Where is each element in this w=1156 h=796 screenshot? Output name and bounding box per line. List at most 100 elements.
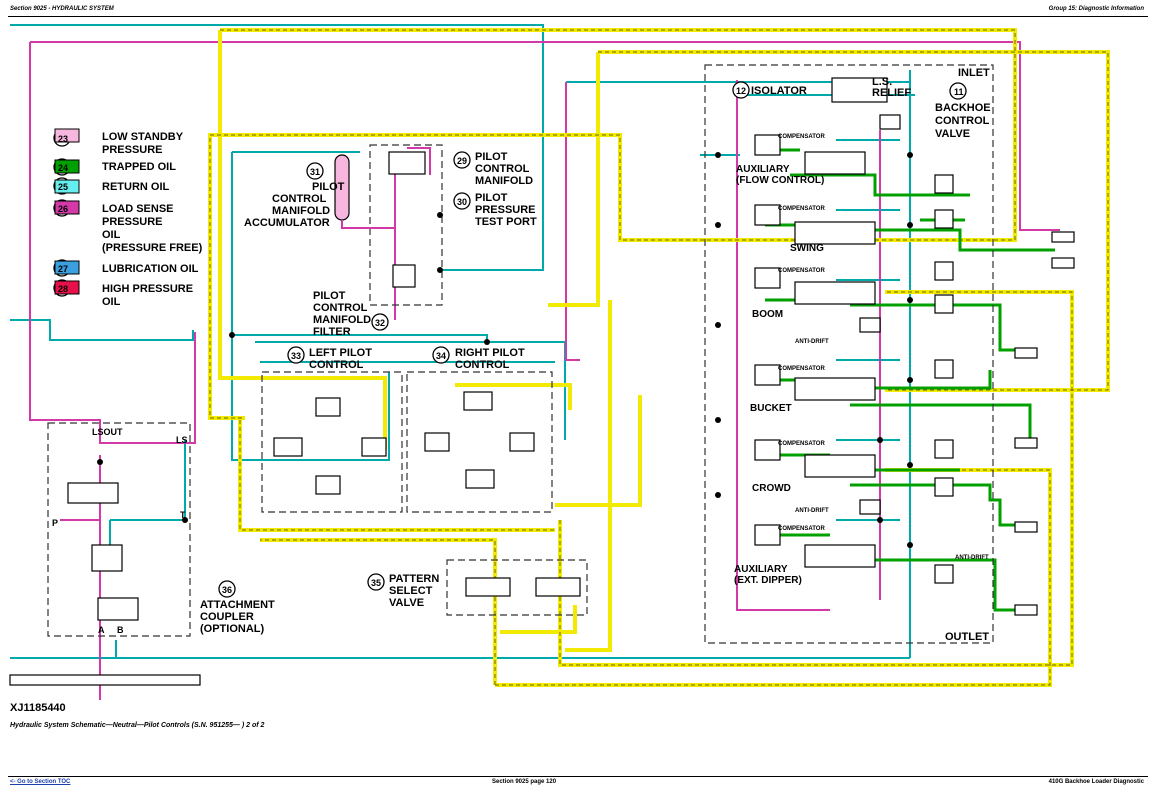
accumulator-label-c: MANIFOLD — [272, 205, 330, 217]
section-crowd: CROWD — [752, 483, 791, 494]
footer-rule — [8, 776, 1148, 777]
isolator-num: 12 — [736, 86, 746, 96]
backhoe-label-c: VALVE — [935, 128, 970, 140]
right-pilot-label-b: CONTROL — [455, 359, 510, 371]
legend-label-24: TRAPPED OIL — [102, 161, 176, 173]
group-header: Group 15: Diagnostic Information — [1048, 6, 1144, 12]
right-pilot-num: 34 — [436, 351, 446, 361]
backhoe-label-b: CONTROL — [935, 115, 990, 127]
legend-label-23b: PRESSURE — [102, 144, 163, 156]
inlet-label: INLET — [958, 67, 990, 79]
load-sense-lines — [29, 41, 1060, 700]
backhoe-num: 11 — [954, 87, 964, 97]
pattern-label-c: VALVE — [389, 597, 424, 609]
comp-label-2: COMPENSATOR — [778, 206, 825, 212]
ls-relief-label-b: RELIEF — [872, 87, 911, 99]
backhoe-valve-spools — [754, 77, 1075, 616]
b-port-label: B — [117, 625, 124, 635]
comp-label-3: COMPENSATOR — [778, 268, 825, 274]
junction-dots — [97, 152, 913, 548]
accumulator-icon — [334, 154, 395, 229]
figure-id: XJ1185440 — [10, 702, 66, 714]
filter-label-d: FILTER — [313, 326, 351, 338]
legend-label-26d: (PRESSURE FREE) — [102, 242, 203, 254]
section-bucket: BUCKET — [750, 403, 792, 414]
testport-label-c: TEST PORT — [475, 216, 537, 228]
legend-swatch-high-pressure — [54, 280, 80, 295]
valve-section-labels: COMPENSATOR AUXILIARY (FLOW CONTROL) COM… — [734, 134, 989, 586]
legend-swatch-load-sense — [54, 200, 80, 215]
section-boom: BOOM — [752, 309, 783, 320]
comp-label-1: COMPENSATOR — [778, 134, 825, 140]
legend-num-24: 24 — [58, 163, 68, 173]
legend-label-26a: LOAD SENSE — [102, 203, 174, 215]
right-pilot-label-a: RIGHT PILOT — [455, 347, 525, 359]
legend-swatch-return — [54, 179, 80, 194]
left-pilot-num: 33 — [291, 351, 301, 361]
accumulator-label-b: CONTROL — [272, 193, 327, 205]
section-aux-dipper-b: (EXT. DIPPER) — [734, 575, 802, 586]
pattern-num: 35 — [371, 578, 381, 588]
manifold-label-a: PILOT — [475, 151, 508, 163]
accumulator-num: 31 — [310, 167, 320, 177]
coupler-label-c: (OPTIONAL) — [200, 623, 264, 635]
legend-num-25: 25 — [58, 182, 68, 192]
legend-num-28: 28 — [58, 284, 68, 294]
t-port-label: T — [180, 510, 186, 520]
filter-label-b: CONTROL — [313, 302, 368, 314]
testport-label-a: PILOT — [475, 192, 508, 204]
anti-drift-label-crowd: ANTI-DRIFT — [795, 508, 829, 514]
manifold-label-b: CONTROL — [475, 163, 530, 175]
legend-num-27: 27 — [58, 264, 68, 274]
legend-label-28b: OIL — [102, 296, 121, 308]
testport-label-b: PRESSURE — [475, 204, 536, 216]
legend-swatch-trapped — [54, 159, 80, 174]
anti-drift-label-boom: ANTI-DRIFT — [795, 339, 829, 345]
comp-label-4: COMPENSATOR — [778, 366, 825, 372]
callout-labels: 12 ISOLATOR L.S. RELIEF INLET 11 BACKHOE… — [52, 67, 991, 643]
coupler-label-a: ATTACHMENT — [200, 599, 275, 611]
component-outlines — [47, 64, 994, 644]
coupler-num: 36 — [222, 585, 232, 595]
legend-swatch-low-standby — [54, 128, 80, 143]
page-number: Section 9025 page 120 — [492, 779, 557, 785]
pattern-label-a: PATTERN — [389, 573, 439, 585]
document-title: 410G Backhoe Loader Diagnostic — [1048, 779, 1144, 785]
legend: 23 LOW STANDBY PRESSURE 24 TRAPPED OIL 2… — [58, 131, 203, 308]
pattern-label-b: SELECT — [389, 585, 433, 597]
pilot-dash-overlay — [209, 29, 1109, 686]
filter-num: 32 — [375, 318, 385, 328]
isolator-label: ISOLATOR — [751, 85, 807, 97]
accumulator-label-d: ACCUMULATOR — [244, 217, 330, 229]
legend-label-27: LUBRICATION OIL — [102, 263, 199, 275]
section-aux-dipper-a: AUXILIARY — [734, 564, 788, 575]
pilot-control-valves — [9, 151, 581, 686]
section-swing: SWING — [790, 243, 824, 254]
comp-label-5: COMPENSATOR — [778, 441, 825, 447]
legend-label-23a: LOW STANDBY — [102, 131, 184, 143]
filter-label-a: PILOT — [313, 290, 346, 302]
anti-drift-label-dipper: ANTI-DRIFT — [955, 555, 989, 561]
left-pilot-label-a: LEFT PILOT — [309, 347, 372, 359]
outlet-label: OUTLET — [945, 631, 989, 643]
left-pilot-label-b: CONTROL — [309, 359, 364, 371]
testport-num: 30 — [457, 197, 467, 207]
section-aux-flow-a: AUXILIARY — [736, 164, 790, 175]
legend-swatch-lubrication — [54, 260, 80, 275]
accumulator-label-a: PILOT — [312, 181, 345, 193]
section-toc-link[interactable]: <- Go to Section TOC — [10, 779, 71, 785]
header-rule — [8, 16, 1148, 17]
filter-label-c: MANIFOLD — [313, 314, 371, 326]
legend-label-26c: OIL — [102, 229, 121, 241]
ls-relief-label-a: L.S. — [872, 76, 892, 88]
section-aux-flow-b: (FLOW CONTROL) — [736, 175, 824, 186]
a-port-label: A — [98, 625, 105, 635]
coupler-label-b: COUPLER — [200, 611, 254, 623]
p-port-label: P — [52, 518, 58, 528]
legend-num-23: 23 — [58, 134, 68, 144]
legend-label-25: RETURN OIL — [102, 181, 170, 193]
figure-caption: Hydraulic System Schematic—Neutral—Pilot… — [10, 722, 265, 729]
ls-port-label: LS — [176, 435, 188, 445]
manifold-num: 29 — [457, 156, 467, 166]
